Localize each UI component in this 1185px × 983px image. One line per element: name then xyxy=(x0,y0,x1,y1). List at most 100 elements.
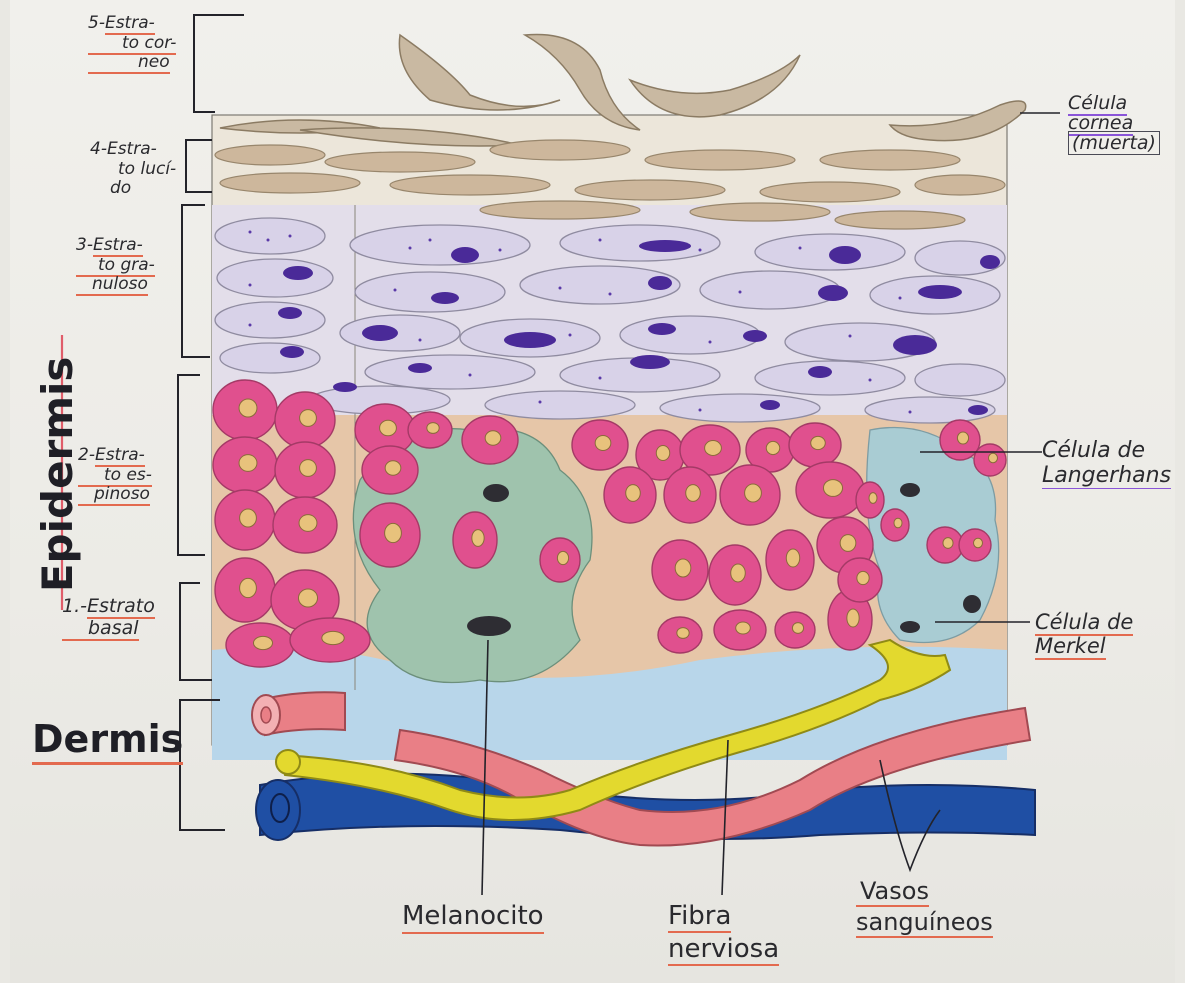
spinous-nucleus xyxy=(427,423,439,434)
lucidum-cell xyxy=(575,180,725,200)
spinous-nucleus xyxy=(840,535,856,552)
spinous-nucleus xyxy=(300,410,317,427)
granular-nucleus xyxy=(451,247,479,263)
fibra-line2: nerviosa xyxy=(668,934,779,966)
spinous-nucleus xyxy=(766,441,779,454)
lucidum-cell xyxy=(325,152,475,172)
granular-cell xyxy=(350,225,530,265)
nerve-end xyxy=(276,750,300,774)
spinous-nucleus xyxy=(857,571,869,584)
fibra-line1: Fibra xyxy=(668,901,731,933)
layer-2-label: 2-Estra- to es- pinoso xyxy=(78,446,152,505)
layer-1-label: 1.-Estrato basal xyxy=(62,596,155,640)
granular-nucleus xyxy=(408,363,432,373)
layer-1-line2: basal xyxy=(62,617,139,641)
spinous-nucleus xyxy=(731,564,746,582)
spinous-nucleus xyxy=(989,453,998,463)
granular-cell xyxy=(700,271,840,309)
spinous-nucleus xyxy=(299,515,317,532)
granular-nucleus xyxy=(893,335,937,355)
spinous-nucleus xyxy=(240,578,257,597)
layer-4-line2: to lucí- xyxy=(90,159,176,179)
vasos-line2: sanguíneos xyxy=(856,908,993,938)
granular-nucleus xyxy=(918,285,962,299)
melanocyte-nucleus xyxy=(483,484,509,502)
layer-1-number: 1.- xyxy=(62,595,87,617)
granular-nucleus xyxy=(829,246,861,264)
epidermis-label: Epidermis xyxy=(34,372,82,592)
lucidum-cell xyxy=(390,175,550,195)
granular-cell xyxy=(915,364,1005,396)
spinous-nucleus xyxy=(957,432,968,444)
spinous-nucleus xyxy=(240,509,257,527)
lucidum-cell xyxy=(220,173,360,193)
spinous-nucleus xyxy=(385,523,402,542)
layer-5-number: 5- xyxy=(88,13,105,33)
lucidum-cell xyxy=(645,150,795,170)
langerhans-label: Célula de Langerhans xyxy=(1042,438,1175,489)
lucidum-cell xyxy=(915,175,1005,195)
bracket-corneo xyxy=(194,15,244,112)
spinous-nucleus xyxy=(677,628,689,639)
celula-cornea-line3: (muerta) xyxy=(1068,131,1160,155)
granular-nucleus xyxy=(283,266,313,280)
spinous-nucleus xyxy=(239,399,257,417)
granular-nucleus xyxy=(431,292,459,304)
granular-nucleus xyxy=(818,285,848,301)
melanocito-label: Melanocito xyxy=(402,902,544,934)
spinous-nucleus xyxy=(894,518,902,528)
granular-nucleus xyxy=(980,255,1000,269)
layer-4-number: 4- xyxy=(90,139,107,159)
lucidum-cell xyxy=(835,211,965,229)
merkel-nucleus xyxy=(963,595,981,613)
spinous-nucleus xyxy=(595,436,611,451)
spinous-nucleus xyxy=(869,493,877,504)
layer-4-line1: Estra- xyxy=(107,139,157,159)
granular-cell xyxy=(220,343,320,373)
granular-nucleus xyxy=(504,332,556,348)
spinous-nucleus xyxy=(322,631,344,644)
layer-3-number: 3- xyxy=(76,235,93,255)
spinous-nucleus xyxy=(656,446,669,461)
langerhans-nucleus xyxy=(900,483,920,497)
spinous-nucleus xyxy=(811,436,826,449)
spinous-nucleus xyxy=(557,551,568,564)
granular-nucleus xyxy=(280,346,304,358)
granular-cell xyxy=(485,391,635,419)
granular-nucleus xyxy=(630,355,670,369)
spinous-nucleus xyxy=(298,589,317,607)
layer-3-line1: Estra- xyxy=(93,235,143,257)
spinous-nucleus xyxy=(253,636,272,649)
granular-cell xyxy=(620,316,760,354)
spinous-nucleus xyxy=(736,622,751,634)
granular-nucleus xyxy=(639,240,691,252)
lucidum-cell xyxy=(820,150,960,170)
granular-cell xyxy=(355,272,505,312)
layer-5-line3: neo xyxy=(88,52,170,74)
granular-cell xyxy=(217,259,333,297)
layer-2-line3: pinoso xyxy=(78,484,150,506)
spinous-nucleus xyxy=(974,538,983,548)
fibra-nerviosa-label: Fibra nerviosa xyxy=(668,900,779,965)
granular-cell xyxy=(755,361,905,395)
spinous-nucleus xyxy=(380,420,397,436)
spinous-nucleus xyxy=(823,480,842,497)
vasos-sanguineos-label: Vasos sanguíneos xyxy=(856,876,993,938)
layer-2-number: 2- xyxy=(78,445,95,465)
dermis-label: Dermis xyxy=(32,718,183,765)
spinous-nucleus xyxy=(943,538,953,549)
lucidum-cell xyxy=(215,145,325,165)
spinous-nucleus xyxy=(686,485,701,502)
spinous-nucleus xyxy=(847,609,859,627)
spinous-nucleus xyxy=(300,460,317,477)
merkel-nucleus xyxy=(900,621,920,633)
granular-cell xyxy=(215,302,325,338)
spinous-nucleus xyxy=(485,431,501,445)
spinous-nucleus xyxy=(626,485,641,502)
granular-nucleus xyxy=(760,400,780,410)
granular-nucleus xyxy=(333,382,357,392)
merkel-line2: Merkel xyxy=(1035,634,1106,660)
layer-3-label: 3-Estra- to gra- nuloso xyxy=(76,236,155,295)
granular-cell xyxy=(365,355,535,389)
